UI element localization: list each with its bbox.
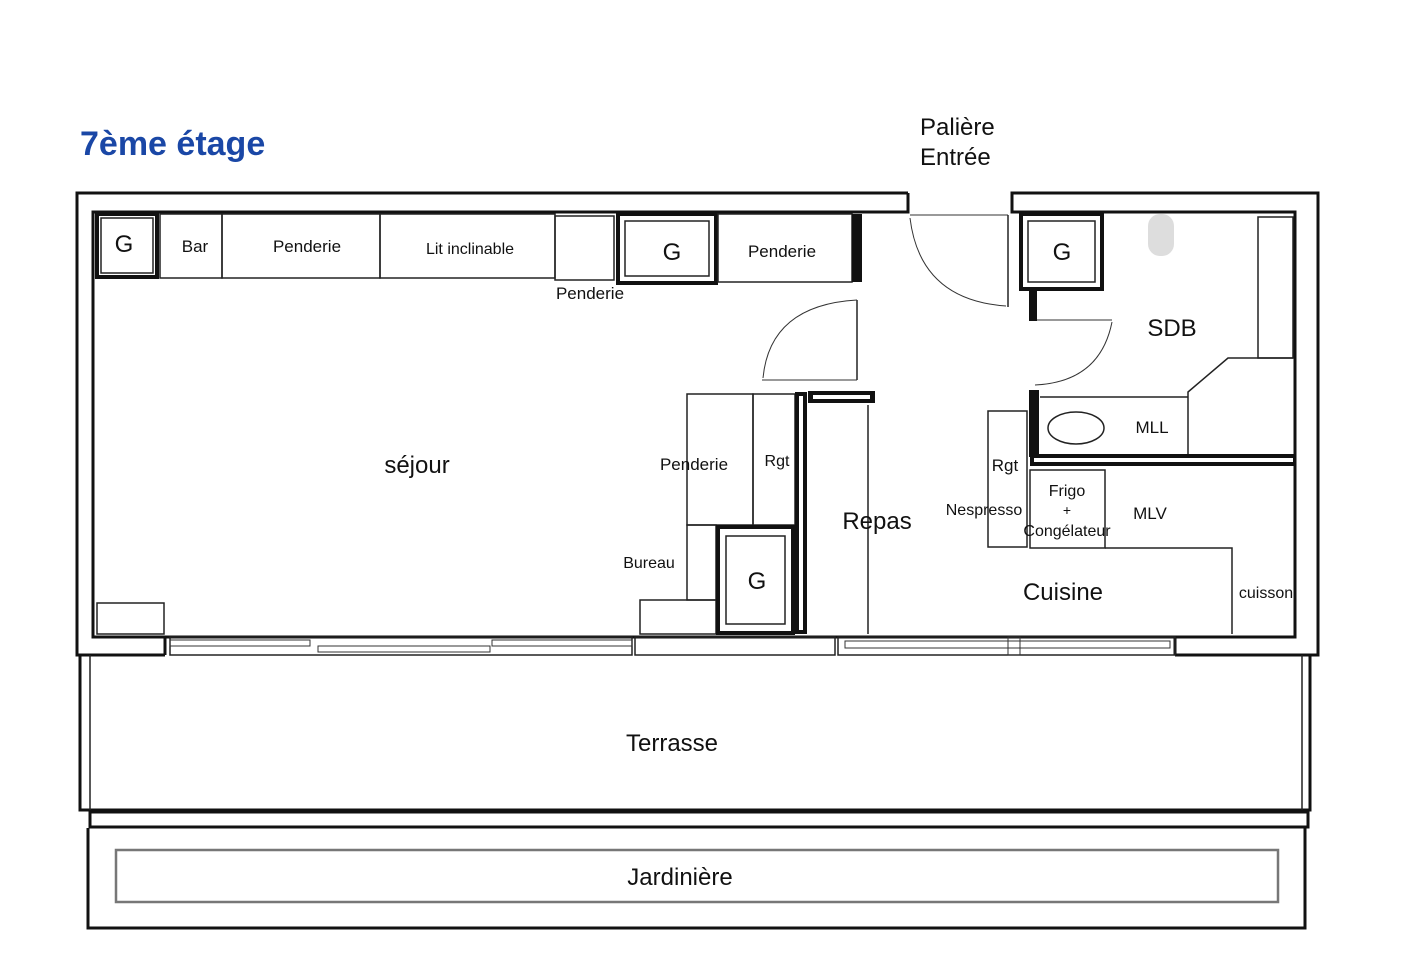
rgt-label: Rgt	[992, 456, 1019, 475]
lit-inclinable-label: Lit inclinable	[426, 241, 514, 258]
cuisson-label: cuisson	[1239, 585, 1293, 602]
gaine-label: G	[1053, 239, 1072, 266]
floor-title: 7ème étage	[80, 125, 265, 163]
penderie-label: Penderie	[660, 455, 728, 474]
gaine-label: G	[748, 568, 767, 595]
walls	[75, 191, 1320, 657]
rgt-label: Rgt	[765, 453, 790, 470]
mlv-label: MLV	[1133, 504, 1167, 523]
doors	[762, 214, 1113, 386]
terrace	[78, 655, 1312, 930]
penderie-label: Penderie	[273, 237, 341, 256]
middle-block	[96, 391, 875, 635]
frigo-plus-label: +	[1063, 502, 1071, 518]
bathroom-kitchen	[987, 212, 1295, 634]
room-label-terrasse: Terrasse	[626, 730, 718, 757]
bureau-label: Bureau	[623, 555, 675, 572]
congelateur-label: Congélateur	[1023, 523, 1111, 540]
gaine-label: G	[115, 231, 134, 258]
nespresso-label: Nespresso	[946, 502, 1023, 519]
mll-label: MLL	[1135, 418, 1168, 437]
gaine-label: G	[663, 239, 682, 266]
room-label-jardiniere: Jardinière	[627, 864, 732, 891]
frigo-label: Frigo	[1049, 483, 1086, 500]
entrance-label-2: Entrée	[920, 144, 991, 171]
entrance-label-1: Palière	[920, 114, 995, 141]
penderie-label: Penderie	[748, 242, 816, 261]
room-label-sejour: séjour	[384, 452, 449, 479]
room-label-cuisine: Cuisine	[1023, 579, 1103, 606]
room-label-repas: Repas	[842, 508, 911, 535]
top-storage-row	[95, 212, 862, 285]
room-label-sdb: SDB	[1147, 315, 1196, 342]
bar-label: Bar	[182, 237, 209, 256]
penderie-label: Penderie	[556, 284, 624, 303]
